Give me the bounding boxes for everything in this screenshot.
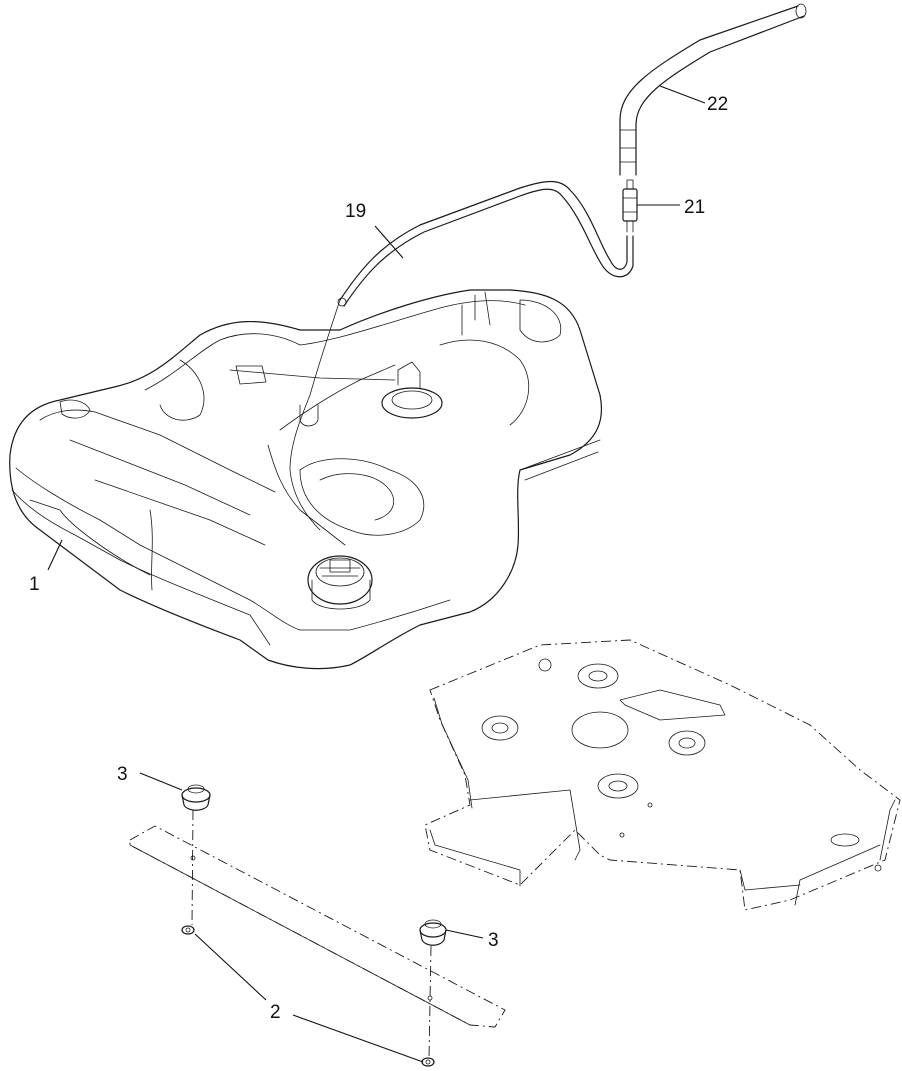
vent-hose (619, 3, 807, 176)
fuel-hose (289, 180, 634, 531)
callout-3-right: 3 (488, 930, 499, 951)
callout-21: 21 (684, 197, 705, 218)
rubber-bumper-left (181, 784, 211, 811)
mounting-nut-right (421, 1057, 435, 1067)
mounting-nut-left (181, 925, 195, 935)
callout-3-left: 3 (117, 764, 128, 785)
callout-1: 1 (29, 574, 40, 595)
tank-mounting-plate (424, 639, 901, 911)
support-strap (129, 825, 506, 1028)
rubber-bumper-right (419, 919, 447, 946)
callout-2: 2 (270, 1002, 281, 1023)
callout-22: 22 (707, 94, 728, 115)
assembly-centerlines (190, 809, 433, 1059)
leader-lines (47, 85, 706, 1063)
hose-connector (622, 179, 638, 233)
fuel-tank (9, 289, 603, 670)
callout-19: 19 (345, 201, 366, 222)
